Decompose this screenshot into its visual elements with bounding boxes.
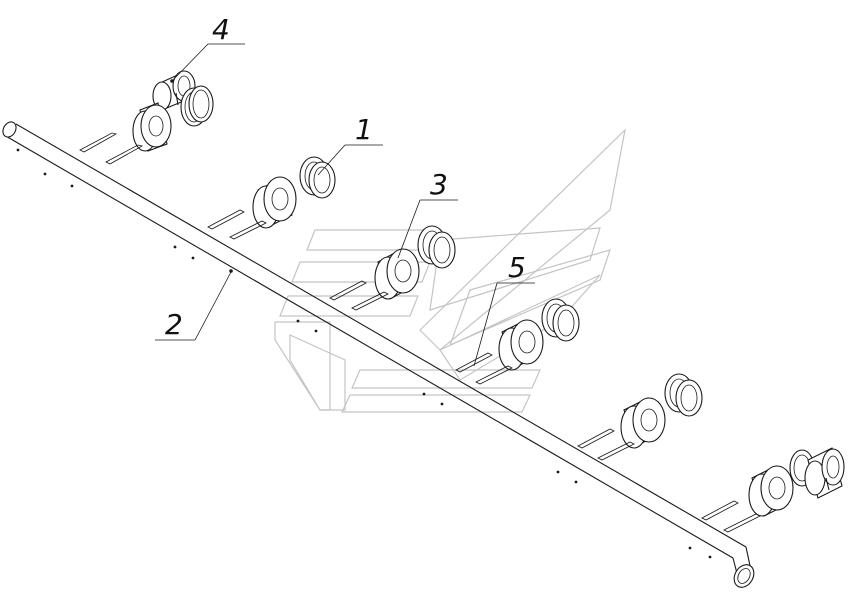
cotter-pins-6 [577, 428, 635, 461]
callout-5-leader [473, 282, 535, 367]
ring-pair-top-left [180, 85, 214, 127]
callout-3-label: 3 [430, 168, 448, 201]
roller-top-left [132, 102, 172, 152]
cotter-pins-1 [79, 132, 144, 165]
callout-1-label: 1 [355, 113, 373, 146]
callout-2-label: 2 [165, 308, 183, 341]
roller-group-3 [374, 248, 420, 300]
callout-5-label: 5 [508, 251, 526, 284]
callout-1-leader [317, 144, 383, 176]
callout-4-label: 4 [212, 13, 230, 46]
ring-pair-2 [299, 156, 336, 199]
callout-3-leader [397, 199, 458, 259]
cotter-pins-2 [207, 209, 267, 240]
sleeve-bottom-right [804, 447, 845, 499]
callout-4-leader [172, 43, 245, 81]
roller-group-5 [498, 319, 544, 371]
shaft [2, 121, 755, 588]
roller-bottom-right [748, 465, 794, 517]
ring-pair-6 [664, 373, 703, 417]
cotter-pins-5 [455, 352, 513, 385]
cotter-pins-7 [701, 500, 761, 533]
cotter-pins-3 [329, 280, 389, 311]
ring-pair-5 [541, 298, 580, 342]
callout-2-leader [155, 271, 232, 341]
roller-group-6 [620, 397, 666, 449]
ring-pair-3 [417, 225, 456, 269]
roller-group-2 [252, 176, 297, 229]
